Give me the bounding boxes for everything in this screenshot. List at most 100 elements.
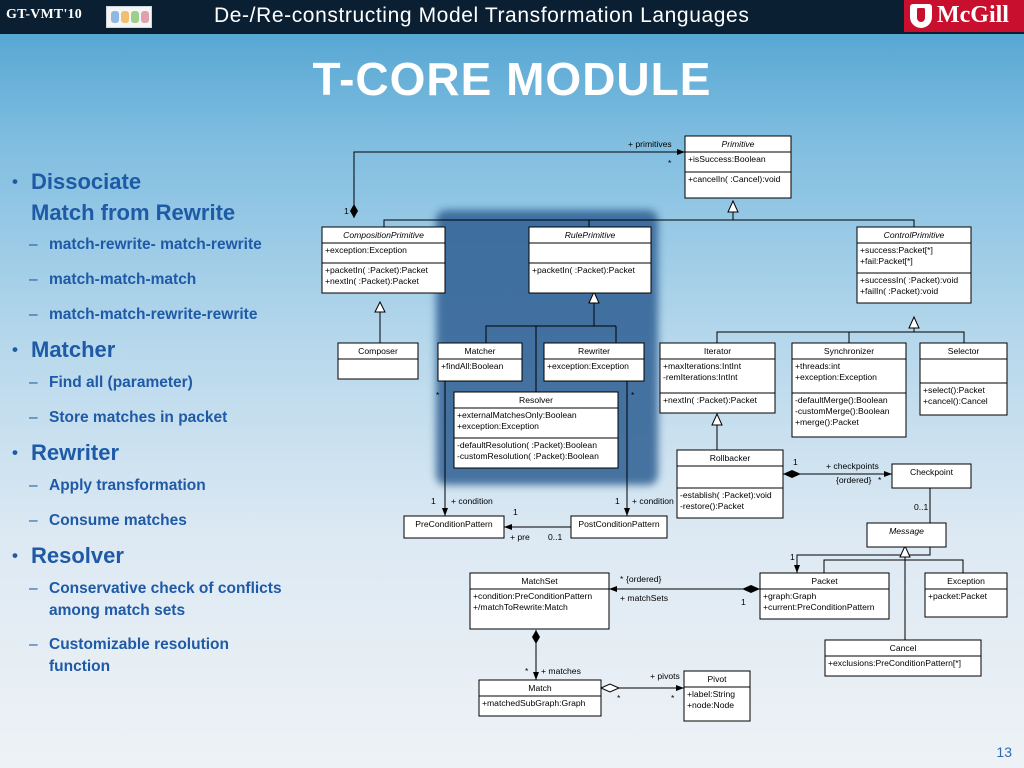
- bullet-item: • Resolver: [12, 540, 312, 571]
- multiplicity: *: [671, 693, 675, 703]
- class-name: Rollbacker: [710, 453, 751, 463]
- multiplicity: *: [631, 390, 635, 400]
- class-attribute: +matchedSubGraph:Graph: [482, 698, 586, 708]
- assoc-label: + condition: [451, 496, 493, 506]
- class-operation: -defaultMerge():Boolean: [795, 395, 888, 405]
- class-box: [337, 342, 419, 380]
- diagram-connectors: [350, 149, 965, 693]
- class-name: RulePrimitive: [565, 230, 616, 240]
- class-box: [824, 639, 982, 677]
- sub-bullet-text: match-match-rewrite-rewrite: [49, 306, 258, 323]
- header-bar: GT-VMT'10 De-/Re-constructing Model Tran…: [0, 0, 1024, 34]
- sub-bullet-text: Apply transformation: [49, 477, 206, 494]
- class-attribute: +exception:Exception: [457, 421, 539, 431]
- bullet-item: • Rewriter: [12, 437, 312, 468]
- sub-bullet: –Store matches in packet: [29, 409, 228, 426]
- sub-bullet-text: Consume matches: [49, 512, 187, 529]
- class-box: [919, 342, 1008, 416]
- assoc-label: + pivots: [650, 671, 680, 681]
- multiplicity: *: [617, 693, 621, 703]
- sub-bullet: –match-match-match: [29, 271, 197, 288]
- class-operation: +select():Packet: [923, 385, 985, 395]
- multiplicity: 1: [431, 496, 436, 506]
- class-attribute: +exception:Exception: [795, 372, 877, 382]
- class-box: [676, 449, 784, 519]
- class-box: [321, 226, 446, 294]
- multiplicity: *: [620, 574, 624, 584]
- assoc-label: + checkpoints: [826, 461, 879, 471]
- class-box: [866, 522, 947, 548]
- class-checkpoint: Checkpoint: [891, 463, 972, 489]
- multiplicity: *: [436, 390, 440, 400]
- multiplicity: *: [878, 475, 882, 485]
- class-name: Exception: [947, 576, 985, 586]
- assoc-label: + matchSets: [620, 593, 668, 603]
- class-cancel: Cancel+exclusions:PreConditionPattern[*]: [824, 639, 982, 677]
- class-box: [437, 342, 523, 382]
- class-attribute: +success:Packet[*]: [860, 245, 933, 255]
- multiplicity: 1: [344, 206, 349, 216]
- class-attribute: +threads:int: [795, 361, 841, 371]
- class-name: CompositionPrimitive: [343, 230, 424, 240]
- class-matchset: MatchSet+condition:PreConditionPattern+/…: [469, 572, 610, 630]
- sub-bullet-text: Find all (parameter): [49, 374, 193, 391]
- assoc-label: {ordered}: [836, 475, 871, 485]
- multiplicity: 0..1: [548, 532, 563, 542]
- class-name: Rewriter: [578, 346, 610, 356]
- class-name: Cancel: [890, 643, 917, 653]
- class-box: [570, 515, 668, 539]
- multiplicity: 1: [615, 496, 620, 506]
- bullet-text: Rewriter: [31, 440, 120, 465]
- sub-bullet-text: match-match-match: [49, 271, 197, 288]
- class-attribute: +isSuccess:Boolean: [688, 154, 766, 164]
- class-exception: Exception+packet:Packet: [924, 572, 1008, 618]
- class-match: Match+matchedSubGraph:Graph: [478, 679, 602, 717]
- shield-icon: [910, 4, 932, 28]
- class-box: [924, 572, 1008, 618]
- class-message: Message: [866, 522, 947, 548]
- class-operation: -defaultResolution( :Packet):Boolean: [457, 440, 597, 450]
- class-synchronizer: Synchronizer+threads:int+exception:Excep…: [791, 342, 907, 438]
- class-box: [684, 135, 792, 199]
- class-precondition: PreConditionPattern: [403, 515, 505, 539]
- bullet-dot-icon: •: [12, 546, 18, 565]
- class-attribute: +current:PreConditionPattern: [763, 602, 875, 612]
- class-box: [403, 515, 505, 539]
- class-name: Resolver: [519, 395, 553, 405]
- multiplicity: 1: [790, 552, 795, 562]
- class-primitive: Primitive+isSuccess:Boolean+cancelIn( :C…: [684, 135, 792, 199]
- class-name: Iterator: [704, 346, 731, 356]
- class-rule: RulePrimitive +packetIn( :Packet):Packet: [528, 226, 652, 294]
- assoc-label: + pre: [510, 532, 530, 542]
- class-name: Message: [889, 526, 924, 536]
- logo-text: McGill: [937, 2, 1009, 28]
- class-operation: +cancelIn( :Cancel):void: [688, 174, 781, 184]
- sub-bullet: –Find all (parameter): [29, 374, 193, 391]
- class-attribute: +exception:Exception: [547, 361, 629, 371]
- class-box: [891, 463, 972, 489]
- class-box: [469, 572, 610, 630]
- class-packet: Packet+graph:Graph+current:PreConditionP…: [759, 572, 890, 620]
- sub-bullet-text: Conservative check of conflicts: [49, 580, 282, 597]
- mcgill-logo: McGill: [904, 0, 1024, 32]
- multiplicity: 1: [741, 597, 746, 607]
- class-operation: -establish( :Packet):void: [680, 490, 772, 500]
- class-name: Composer: [358, 346, 398, 356]
- bullet-text: Dissociate: [31, 169, 142, 194]
- bullet-dot-icon: •: [12, 443, 18, 462]
- class-rollbacker: Rollbacker-establish( :Packet):void-rest…: [676, 449, 784, 519]
- sub-bullet-text: match-rewrite- match-rewrite: [49, 236, 262, 253]
- class-attribute: +maxIterations:IntInt: [663, 361, 742, 371]
- class-composition: CompositionPrimitive+exception:Exception…: [321, 226, 446, 294]
- class-operation: +nextIn( :Packet):Packet: [325, 276, 419, 286]
- multiplicity: *: [525, 666, 529, 676]
- page-number: 13: [996, 744, 1012, 760]
- class-attribute: +label:String: [687, 689, 735, 699]
- class-box: [683, 670, 751, 722]
- class-operation: +packetIn( :Packet):Packet: [325, 265, 429, 275]
- class-name: PreConditionPattern: [415, 519, 493, 529]
- class-attribute: +externalMatchesOnly:Boolean: [457, 410, 577, 420]
- class-operation: +packetIn( :Packet):Packet: [532, 265, 636, 275]
